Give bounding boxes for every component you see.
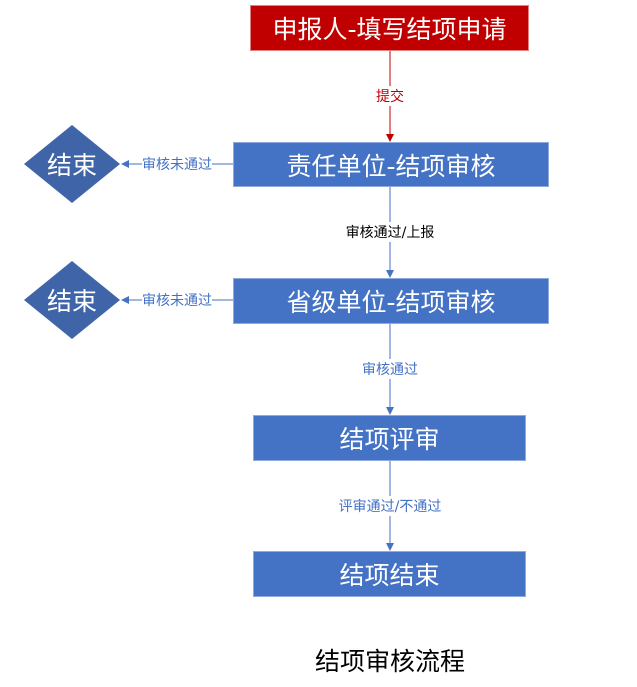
- end-diamond-2: 结束: [24, 261, 120, 339]
- end-label: 结束: [46, 287, 97, 316]
- edge-label-unit-pass: 审核通过/上报: [345, 222, 435, 242]
- end-label: 结束: [46, 151, 97, 180]
- end-diamond-1: 结束: [24, 125, 120, 203]
- edge-label-province-fail: 审核未通过: [142, 290, 212, 310]
- diagram-title: 结项审核流程: [314, 647, 466, 676]
- node-province-review: 省级单位-结项审核: [233, 278, 549, 324]
- edge-label-submit: 提交: [376, 86, 404, 106]
- node-start: 申报人-填写结项申请: [250, 5, 529, 51]
- edge-label-unit-fail: 审核未通过: [142, 154, 212, 174]
- node-unit-review: 责任单位-结项审核: [233, 142, 549, 187]
- node-finish: 结项结束: [253, 551, 526, 597]
- node-expert-review: 结项评审: [253, 415, 526, 461]
- edge-label-review-result: 评审通过/不通过: [338, 496, 442, 516]
- edge-label-province-pass: 审核通过: [362, 359, 418, 379]
